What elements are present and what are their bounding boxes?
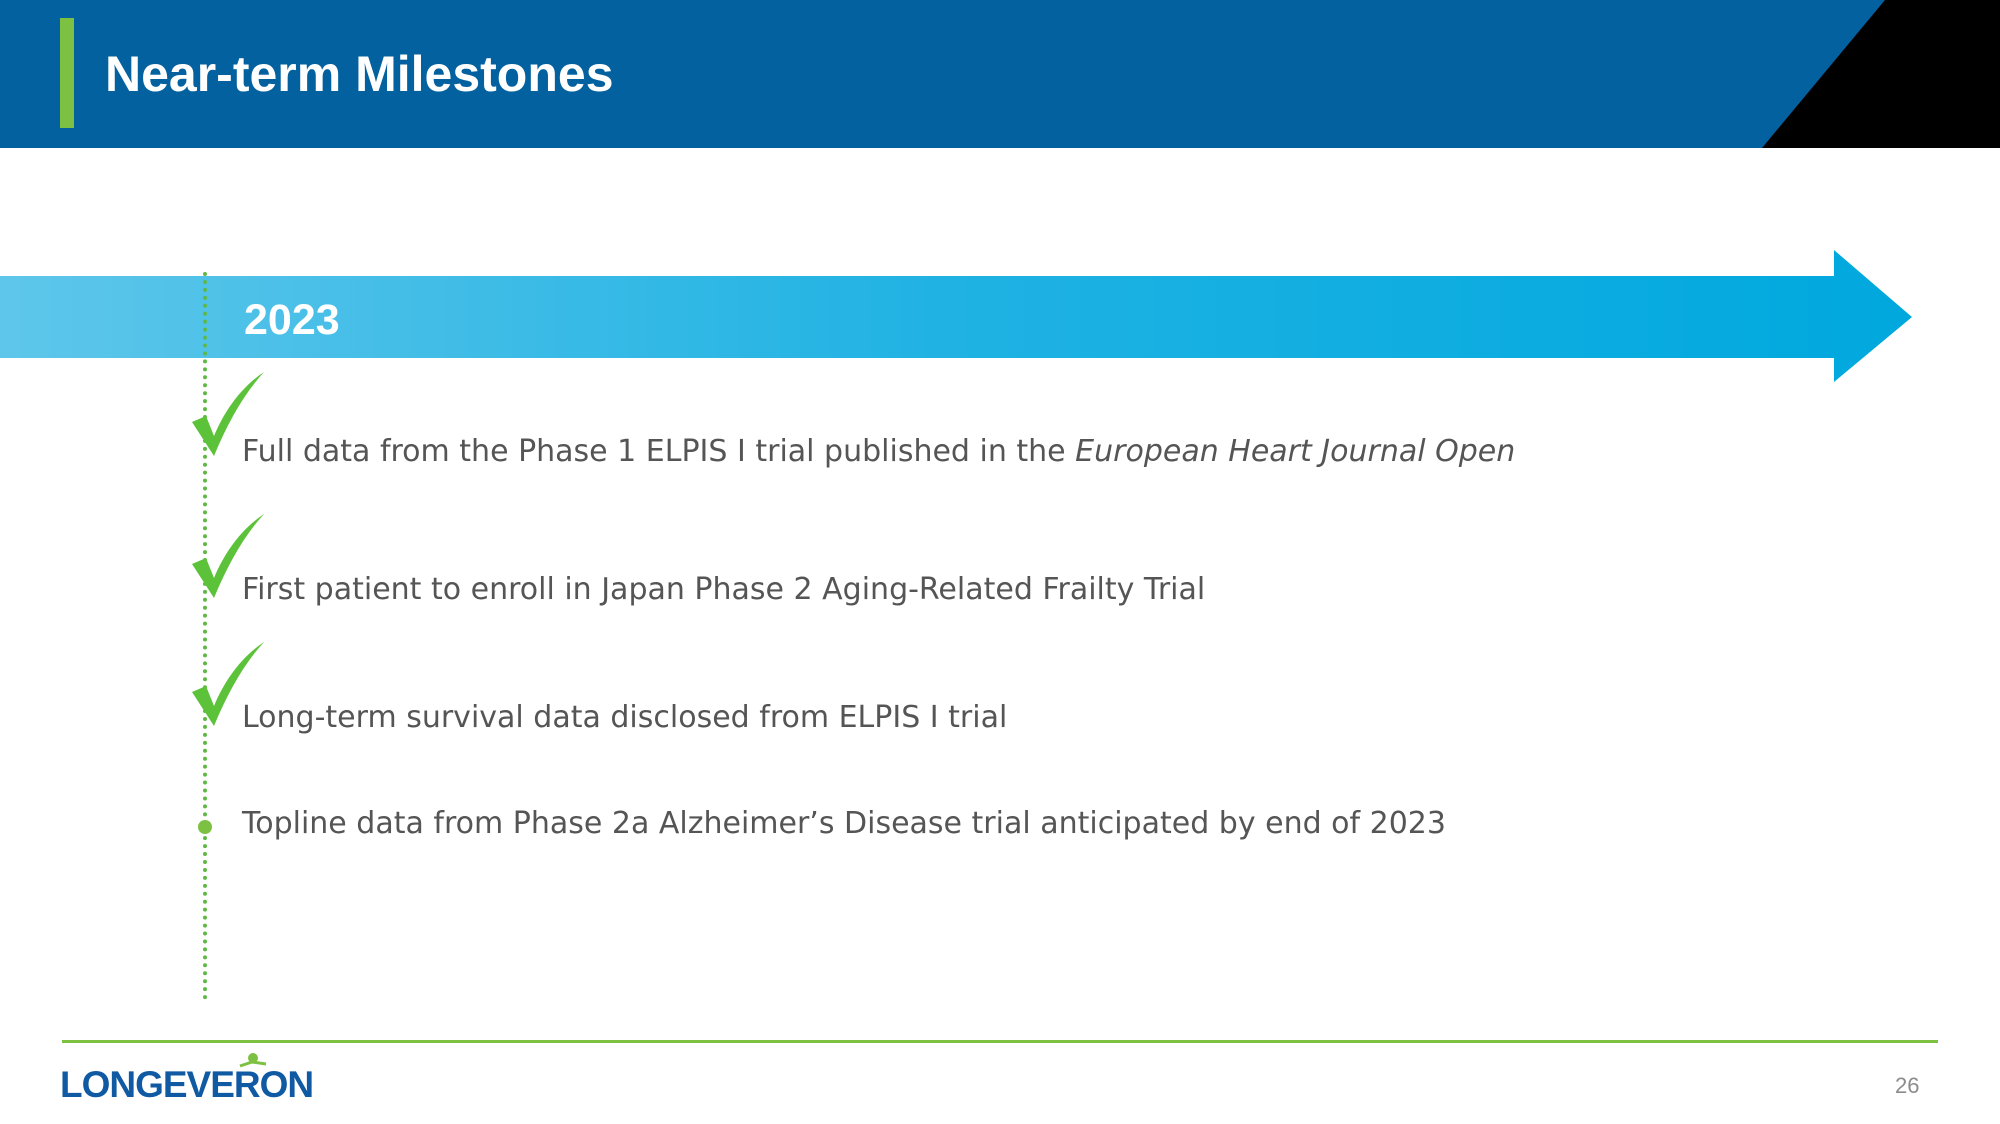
checkmark-icon bbox=[192, 372, 264, 456]
footer-divider bbox=[62, 1040, 1938, 1043]
milestone-text: Topline data from Phase 2a Alzheimer’s D… bbox=[242, 806, 1446, 841]
slide-title: Near-term Milestones bbox=[105, 46, 614, 102]
logo-figure-icon bbox=[239, 1053, 267, 1068]
timeline-year: 2023 bbox=[244, 296, 340, 344]
milestone-text: Long-term survival data disclosed from E… bbox=[242, 700, 1008, 735]
header-accent-bar bbox=[60, 18, 74, 128]
logo-text: LONGEVERON bbox=[60, 1064, 314, 1105]
journal-name: European Heart Journal Open bbox=[1075, 434, 1516, 469]
header-corner-decoration bbox=[1762, 0, 2000, 148]
timeline-vertical-line bbox=[203, 272, 207, 1000]
checkmark-icon bbox=[192, 514, 264, 598]
milestone-text: First patient to enroll in Japan Phase 2… bbox=[242, 572, 1206, 607]
slide-header: Near-term Milestones bbox=[0, 0, 2000, 148]
page-number: 26 bbox=[1895, 1073, 1920, 1098]
bullet-dot-icon bbox=[198, 820, 212, 834]
checkmark-icon bbox=[192, 642, 264, 726]
milestone-text: Full data from the Phase 1 ELPIS I trial… bbox=[242, 434, 1516, 469]
timeline-arrow bbox=[0, 250, 1912, 382]
